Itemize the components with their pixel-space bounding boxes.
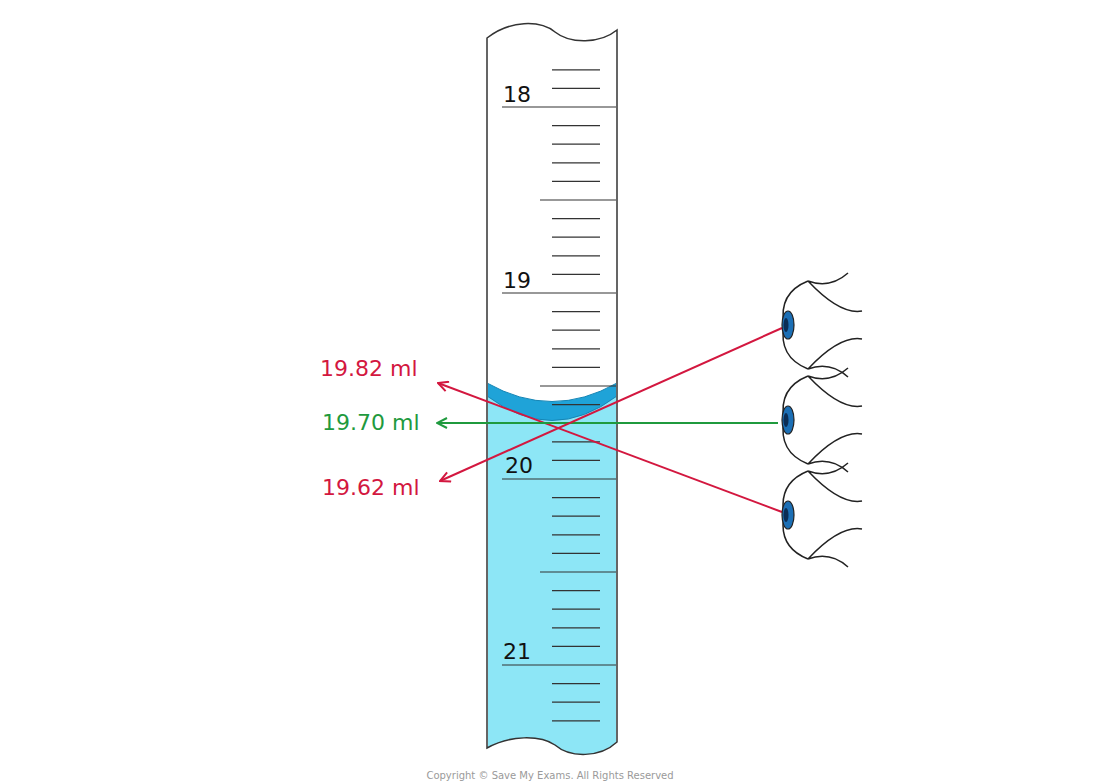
eye-lashline: [808, 463, 862, 567]
scale-tick: [552, 69, 600, 70]
scale-number: 19: [503, 269, 531, 293]
eye-lashline: [808, 368, 862, 472]
scale-tick: [552, 162, 600, 163]
scale-ticks: [502, 70, 617, 721]
scale-tick: [552, 144, 600, 145]
scale-number: 18: [503, 83, 531, 107]
scale-tick: [552, 348, 600, 349]
scale-tick: [552, 702, 600, 703]
scale-tick: [552, 330, 600, 331]
iris: [782, 501, 794, 529]
eye: [782, 463, 862, 567]
scale-tick: [552, 720, 600, 721]
iris: [782, 406, 794, 434]
scale-tick: [552, 609, 600, 610]
reading-label: 19.82 ml: [320, 357, 418, 381]
scale-tick: [502, 478, 617, 479]
scale-tick: [540, 385, 617, 386]
eyelid: [783, 376, 808, 464]
scale-tick: [540, 199, 617, 200]
scale-tick: [502, 664, 617, 665]
pupil: [784, 508, 789, 522]
scale-tick: [540, 571, 617, 572]
scale-tick: [552, 311, 600, 312]
scale-number: 21: [503, 640, 531, 664]
scale-tick: [552, 683, 600, 684]
eye: [782, 273, 862, 377]
burette-outline: [487, 24, 617, 755]
scale-tick: [552, 125, 600, 126]
scale-tick: [552, 181, 600, 182]
iris: [782, 311, 794, 339]
scale-tick: [552, 218, 600, 219]
meniscus: [487, 383, 617, 421]
eyes: [782, 273, 862, 567]
scale-number: 20: [503, 454, 535, 478]
scale-tick: [552, 460, 600, 461]
scale-tick: [552, 404, 600, 405]
sight-line-high: [440, 328, 782, 481]
scale-tick: [552, 237, 600, 238]
copyright-note: Copyright © Save My Exams. All Rights Re…: [426, 770, 673, 781]
eye: [782, 368, 862, 472]
scale-tick: [552, 516, 600, 517]
eyelid: [783, 281, 808, 369]
scale-tick: [552, 497, 600, 498]
pupil: [784, 413, 789, 427]
sight-line-low: [438, 383, 782, 512]
scale-tick: [552, 274, 600, 275]
eye-lashline: [808, 273, 862, 377]
pupil: [784, 318, 789, 332]
sight-line-level: [437, 422, 778, 424]
scale-tick: [552, 367, 600, 368]
scale-tick: [552, 255, 600, 256]
scale-tick: [552, 627, 600, 628]
scale-tick: [552, 88, 600, 89]
eyelid: [783, 471, 808, 559]
scale-tick: [552, 590, 600, 591]
scale-tick: [552, 553, 600, 554]
reading-label: 19.62 ml: [322, 476, 420, 500]
reading-label: 19.70 ml: [322, 411, 420, 435]
scale-tick: [552, 534, 600, 535]
scale-tick: [552, 646, 600, 647]
